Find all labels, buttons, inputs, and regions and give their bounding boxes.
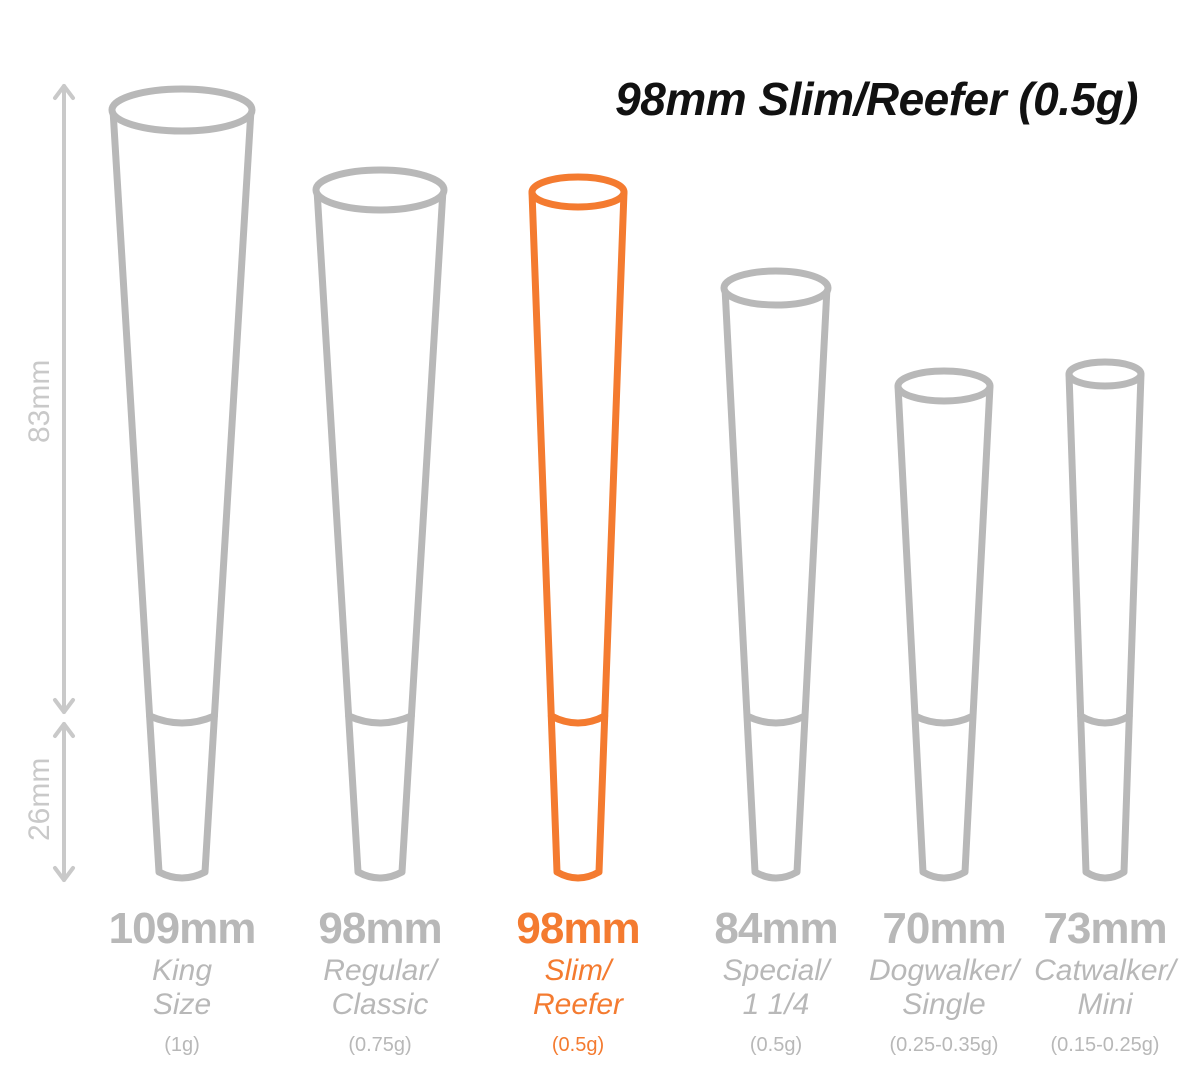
cone-name-line2: Single xyxy=(902,988,986,1021)
cone-name-line1: Regular/ xyxy=(323,954,437,987)
cone-weight-label: (0.5g) xyxy=(551,1034,605,1056)
cone-body xyxy=(721,284,831,882)
cone-body xyxy=(528,188,628,882)
cone-name-line2: Mini xyxy=(1077,988,1133,1021)
cone-weight-label: (1g) xyxy=(164,1034,200,1056)
cone-size-label: 109mm xyxy=(108,904,257,953)
dimension-arrows xyxy=(53,84,75,882)
cone-opening xyxy=(720,267,832,309)
cone-weight-label: (0.75g) xyxy=(348,1034,412,1056)
arrowhead-mid-down xyxy=(53,722,75,738)
cone-opening xyxy=(108,85,256,135)
cone-body xyxy=(313,186,447,882)
cone-2 xyxy=(312,166,448,882)
cone-1 xyxy=(108,85,256,882)
cone-name-line1: Special/ xyxy=(722,954,830,987)
cone-opening xyxy=(894,367,994,405)
cone-filter-line xyxy=(547,712,609,727)
cone-name-line2: Classic xyxy=(331,988,429,1021)
dimension-label-lower: 26mm xyxy=(23,757,56,841)
dimension-label-upper: 83mm xyxy=(23,359,56,443)
cone-filter-line xyxy=(911,712,977,727)
arrowhead-bottom xyxy=(53,866,75,882)
cone-size-label: 73mm xyxy=(1043,904,1167,953)
cone-name-line2: Reefer xyxy=(532,988,624,1021)
cone-body xyxy=(109,106,255,882)
cone-name-line1: Dogwalker/ xyxy=(868,954,1020,987)
arrowhead-top xyxy=(53,84,75,100)
cone-3 xyxy=(528,173,628,882)
cone-filter-line xyxy=(743,712,809,727)
cone-size-label: 70mm xyxy=(882,904,1006,953)
cone-5 xyxy=(894,367,994,882)
cone-size-label: 98mm xyxy=(318,904,442,953)
cone-weight-label: (0.15-0.25g) xyxy=(1050,1034,1160,1056)
arrowhead-mid-up xyxy=(53,698,75,714)
cone-name-line2: Size xyxy=(152,988,212,1021)
cone-size-label: 98mm xyxy=(516,904,640,953)
cone-name-line1: Slim/ xyxy=(544,954,612,987)
cone-body xyxy=(894,382,994,882)
cone-opening xyxy=(528,173,628,211)
cone-size-label: 84mm xyxy=(714,904,838,953)
diagram-title: 98mm Slim/Reefer (0.5g) xyxy=(615,73,1138,125)
cone-4 xyxy=(720,267,832,882)
cone-opening xyxy=(1065,358,1145,390)
cone-weight-label: (0.5g) xyxy=(749,1034,803,1056)
cone-name-line2: 1 1/4 xyxy=(742,988,810,1021)
cone-opening xyxy=(312,166,448,214)
cone-name-line1: Catwalker/ xyxy=(1034,954,1176,987)
cone-6 xyxy=(1065,358,1145,882)
cone-name-line1: King xyxy=(151,954,213,987)
cone-body xyxy=(1065,370,1145,882)
cone-filter-line xyxy=(146,712,218,727)
cone-weight-label: (0.25-0.35g) xyxy=(889,1034,999,1056)
cone-filter-line xyxy=(1077,712,1133,727)
cone-filter-line xyxy=(345,712,415,727)
